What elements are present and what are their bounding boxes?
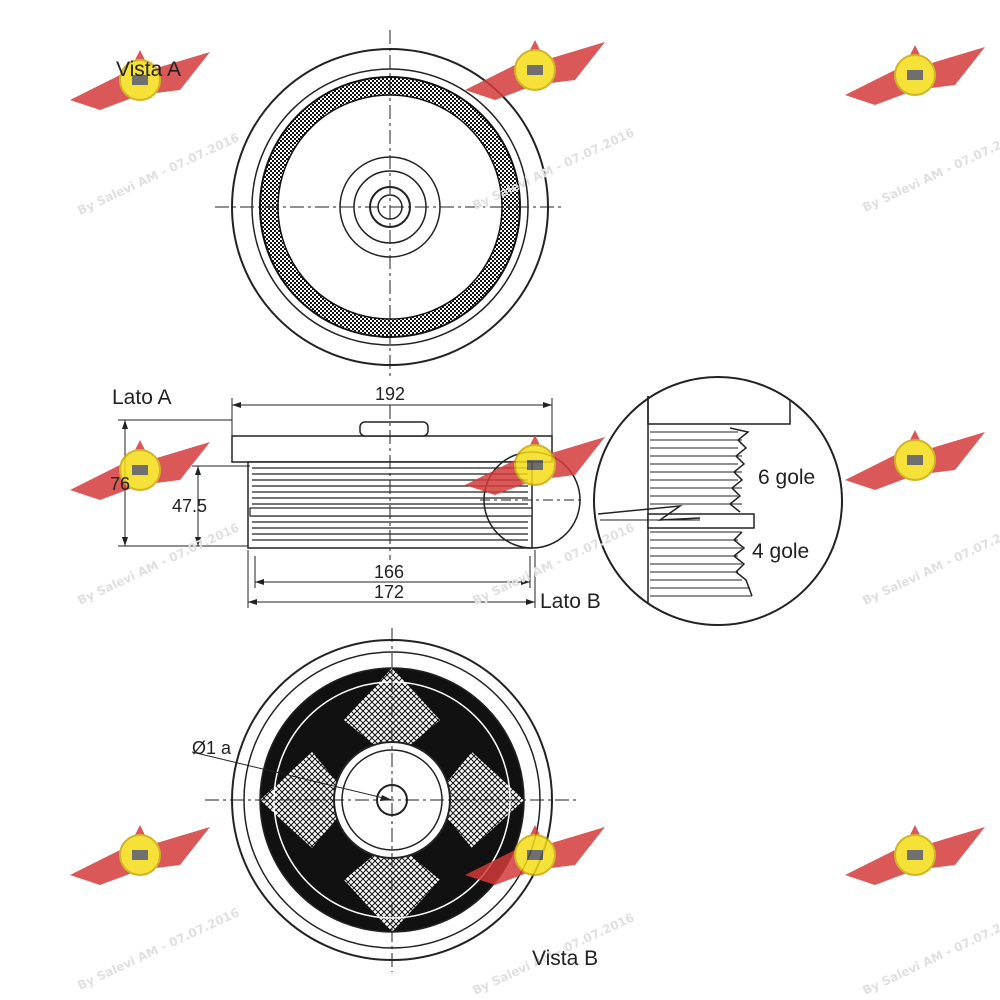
watermark-text: By Salevi AM - 07.07.2016 xyxy=(75,130,241,217)
dim-hub-depth: 47.5 xyxy=(172,496,207,516)
watermark-text: By Salevi AM - 07.07.2016 xyxy=(860,520,1000,607)
view-labels: Vista A Lato A Lato B Vista B 6 gole 4 g… xyxy=(112,58,815,970)
vista-a-view xyxy=(215,30,565,380)
dim-height: 76 xyxy=(110,474,130,494)
vista-b-view xyxy=(191,628,578,972)
watermark-text: By Salevi AM - 07.07.2016 xyxy=(75,905,241,992)
watermark-text: By Salevi AM - 07.07.2016 xyxy=(860,910,1000,997)
lato-a-label: Lato A xyxy=(112,386,172,409)
six-grooves-label: 6 gole xyxy=(758,466,815,489)
dim-inner-width: 166 xyxy=(374,562,404,582)
vista-b-label: Vista B xyxy=(532,947,598,970)
four-grooves-label: 4 gole xyxy=(752,540,809,563)
dim-overall-diameter: 192 xyxy=(375,384,405,404)
dimension-labels: 192 76 47.5 166 172 xyxy=(110,384,405,602)
dim-pulley-width: 172 xyxy=(374,582,404,602)
diameter-mark: Ø1 a xyxy=(192,738,232,758)
watermark-text: By Salevi AM - 07.07.2016 xyxy=(75,520,241,607)
watermark-text: By Salevi AM - 07.07.2016 xyxy=(860,127,1000,214)
lato-b-label: Lato B xyxy=(540,590,601,613)
groove-detail-view xyxy=(593,376,843,626)
vista-a-label: Vista A xyxy=(116,58,181,81)
